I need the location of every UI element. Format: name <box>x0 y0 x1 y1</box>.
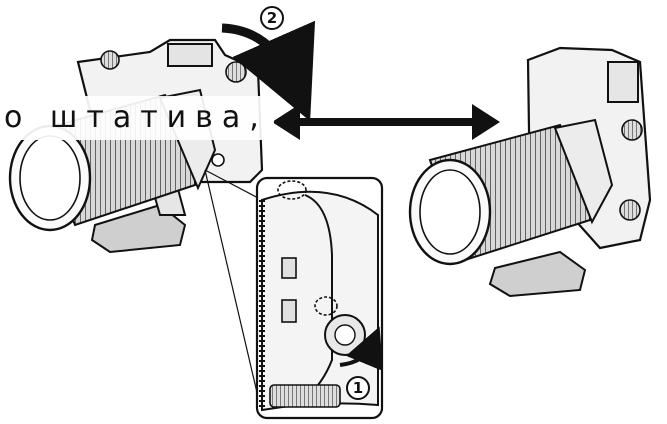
rotation-arrow: 2 <box>221 6 316 122</box>
camera-vertical <box>408 46 652 298</box>
detail-callout: 1 <box>204 169 384 420</box>
camera-horizontal <box>8 38 264 254</box>
step-2-label: 2 <box>267 9 277 27</box>
step-2-marker <box>260 6 284 30</box>
step-1-marker <box>346 376 370 400</box>
tripod-foot-right <box>488 250 587 298</box>
step-1-label: 1 <box>353 379 363 397</box>
caption-text: о штатива, <box>0 96 274 140</box>
swap-arrow <box>272 104 500 140</box>
